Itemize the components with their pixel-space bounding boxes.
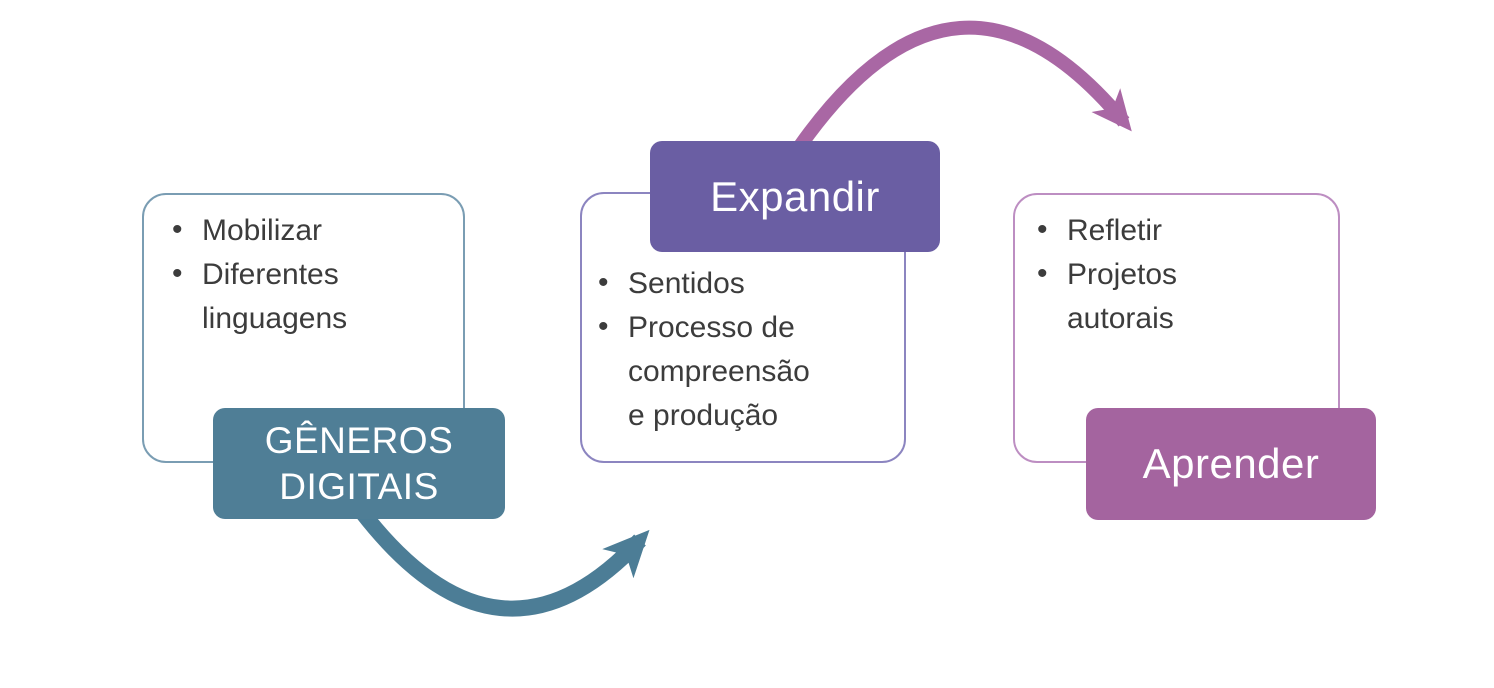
curved-arrow-top-magenta — [794, 20, 1132, 151]
bullet-text: Processo de compreensão e produção — [628, 311, 810, 432]
bullet-text: Refletir — [1067, 214, 1163, 247]
bullet-dot-icon: • — [598, 266, 609, 299]
bullet-list: • Sentidos • Processo de compreensão e p… — [598, 262, 810, 438]
stage-label-text: GÊNEROS DIGITAIS — [264, 419, 454, 507]
bullet-text: Sentidos — [628, 267, 745, 300]
bullet-item: • Mobilizar — [172, 209, 372, 253]
stage-label-generos-digitais: GÊNEROS DIGITAIS — [213, 408, 505, 519]
bullet-text: Mobilizar — [202, 214, 323, 247]
bullet-item: • Diferentes linguagens — [172, 253, 372, 341]
bullet-item: • Projetos autorais — [1037, 253, 1207, 341]
bullet-text: Projetos autorais — [1067, 258, 1178, 335]
bullet-dot-icon: • — [172, 213, 183, 246]
bullet-item: • Refletir — [1037, 209, 1207, 253]
bullet-list: • Mobilizar • Diferentes linguagens — [172, 209, 372, 341]
stage-label-text: Aprender — [1142, 440, 1320, 487]
bullet-dot-icon: • — [172, 257, 183, 290]
stage-label-text: Expandir — [710, 172, 880, 220]
bullet-item: • Processo de compreensão e produção — [598, 306, 810, 438]
bullet-dot-icon: • — [598, 310, 609, 343]
bullet-dot-icon: • — [1037, 213, 1048, 246]
bullet-dot-icon: • — [1037, 257, 1048, 290]
stage-label-expandir: Expandir — [650, 141, 940, 252]
bullet-item: • Sentidos — [598, 262, 803, 306]
bullet-list: • Refletir • Projetos autorais — [1037, 209, 1207, 341]
bullet-text: Diferentes linguagens — [202, 258, 348, 335]
stage-label-aprender: Aprender — [1086, 408, 1376, 520]
stage-card-generos-digitais: • Mobilizar • Diferentes linguagens — [142, 193, 465, 463]
curved-arrow-bottom-teal — [355, 507, 650, 617]
